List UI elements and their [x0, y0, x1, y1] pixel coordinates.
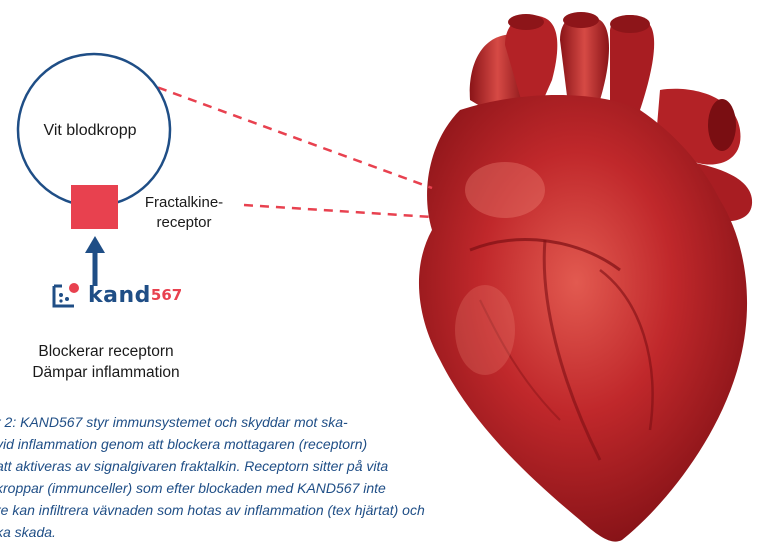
receptor-label-line-1: Fractalkine- [128, 193, 240, 213]
effects-text: Blockerar receptorn Dämpar inflammation [0, 341, 212, 383]
dashed-line-bottom [244, 205, 432, 217]
receptor-square [71, 185, 118, 229]
caption-line: re kan infiltrera vävnaden som hotas av … [0, 499, 400, 521]
caption-line: ka skada. [0, 521, 400, 543]
dashed-line-top [143, 82, 432, 188]
logo-icon [52, 282, 80, 308]
figure-caption: r 2: KAND567 styr immunsystemet och skyd… [0, 411, 400, 543]
caption-line: kroppar (immunceller) som efter blockade… [0, 477, 400, 499]
caption-line: att aktiveras av signalgivaren fraktalki… [0, 455, 400, 477]
caption-line: r 2: KAND567 styr immunsystemet och skyd… [0, 411, 400, 433]
receptor-label-line-2: receptor [128, 213, 240, 233]
heart-illustration [419, 12, 752, 542]
receptor-label: Fractalkine- receptor [128, 193, 240, 233]
logo-text: kand [88, 283, 151, 308]
logo-number: 567 [151, 286, 182, 304]
caption-line: vid inflammation genom att blockera mott… [0, 433, 400, 455]
effect-line-1: Blockerar receptorn [0, 341, 212, 362]
cell-label: Vit blodkropp [0, 122, 180, 140]
effect-line-2: Dämpar inflammation [0, 362, 212, 383]
blocking-arrow [85, 236, 105, 286]
